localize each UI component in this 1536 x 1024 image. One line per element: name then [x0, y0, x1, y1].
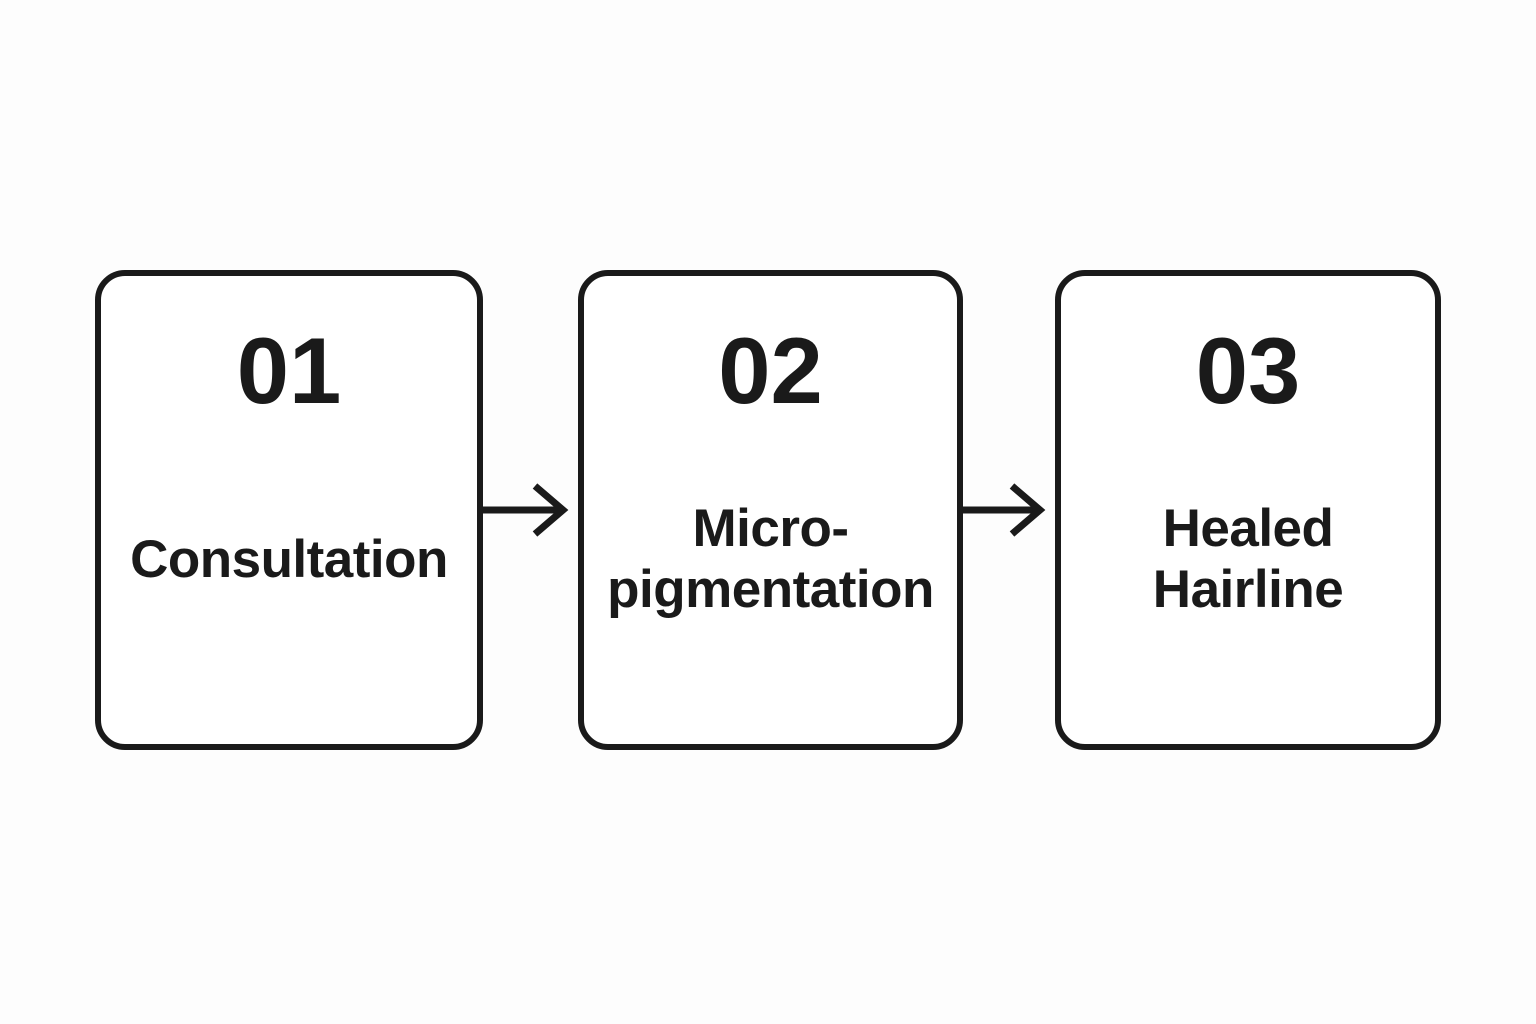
step-card-healed-hairline: 03 Healed Hairline: [1055, 270, 1441, 750]
step-label: Micro- pigmentation: [607, 499, 934, 619]
step-label-wrap: Healed Hairline: [1061, 418, 1435, 744]
step-number: 03: [1195, 318, 1301, 423]
step-label-wrap: Consultation: [101, 418, 477, 744]
step-label: Healed Hairline: [1152, 499, 1344, 619]
step-label-wrap: Micro- pigmentation: [584, 418, 957, 744]
step-number: 02: [718, 318, 823, 423]
right-arrow-icon: [483, 478, 579, 542]
step-card-micropigmentation: 02 Micro- pigmentation: [578, 270, 963, 750]
step-label: Consultation: [130, 529, 448, 589]
step-number: 01: [236, 318, 342, 423]
step-card-consultation: 01 Consultation: [95, 270, 483, 750]
right-arrow-icon: [962, 478, 1054, 542]
